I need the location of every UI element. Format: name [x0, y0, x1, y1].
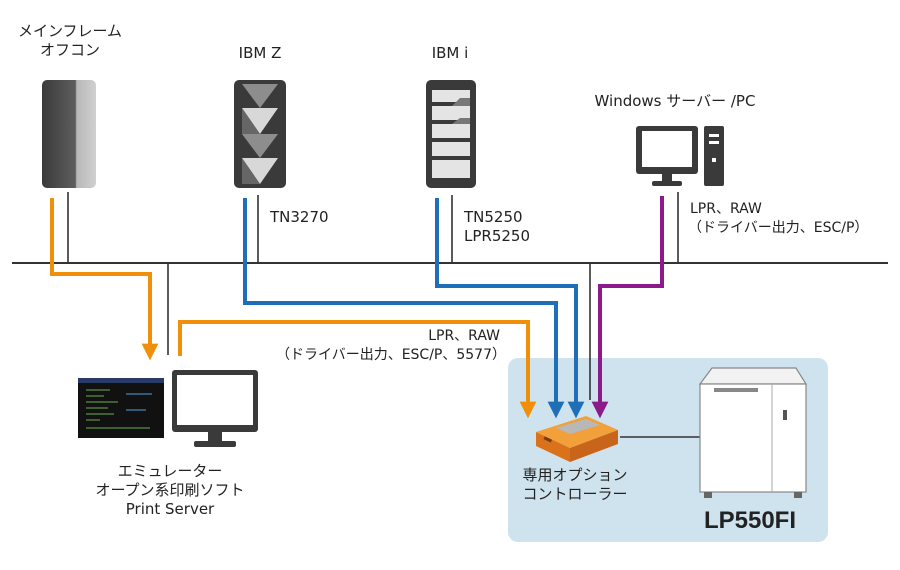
emulator-to-controller-path: [178, 320, 537, 419]
emulator-label-line1: エミュレーター: [117, 462, 223, 480]
emulator-workstation-icon: [78, 370, 258, 447]
ibm-i-protocol-label: TN5250 LPR5250: [464, 208, 530, 246]
ibm-z-to-controller-path: [243, 198, 565, 419]
network-drop-lines: [67, 192, 700, 438]
ibm-i-to-controller-path: [435, 198, 585, 419]
windows-protocol-line2: （ドライバー出力、ESC/P）: [688, 220, 869, 236]
controller-icon: [536, 416, 618, 462]
windows-label: Windows サーバー /PC: [594, 92, 756, 110]
emulator-protocol-line1: LPR、RAW: [428, 328, 500, 344]
ibm-z-label: IBM Z: [238, 44, 282, 62]
ibm-i-protocol-line2: LPR5250: [464, 227, 530, 245]
windows-protocol-label: LPR、RAW （ドライバー出力、ESC/P）: [688, 200, 868, 238]
emulator-label-line3: Print Server: [125, 500, 215, 518]
ibm-i-server-icon: [426, 80, 476, 188]
emulator-label-line2: オープン系印刷ソフト: [95, 481, 245, 499]
mainframe-to-emulator-path: [50, 198, 159, 361]
ibm-z-protocol-label: TN3270: [270, 208, 329, 226]
controller-label-line2: コントローラー: [522, 485, 628, 503]
printer-model-label: LP550FI: [703, 507, 797, 534]
windows-to-controller-path: [591, 196, 664, 419]
emulator-label: エミュレーター オープン系印刷ソフト Print Server: [70, 462, 270, 519]
mainframe-label-line2: オフコン: [39, 41, 100, 59]
printer-icon: [698, 367, 808, 498]
ibm-z-server-icon: [234, 80, 286, 188]
mainframe-icon: [42, 80, 96, 188]
ibm-i-label: IBM i: [431, 44, 469, 62]
controller-label-line1: 専用オプション: [522, 466, 628, 484]
mainframe-label-line1: メインフレーム: [17, 22, 123, 40]
emulator-protocol-label: LPR、RAW （ドライバー出力、ESC/P、5577）: [230, 327, 506, 365]
ibm-i-protocol-line1: TN5250: [464, 208, 523, 226]
mainframe-label: メインフレーム オフコン: [0, 22, 140, 60]
controller-label: 専用オプション コントローラー: [500, 466, 650, 504]
emulator-protocol-line2: （ドライバー出力、ESC/P、5577）: [275, 347, 506, 363]
windows-pc-icon: [636, 126, 724, 186]
windows-protocol-line1: LPR、RAW: [690, 201, 762, 217]
